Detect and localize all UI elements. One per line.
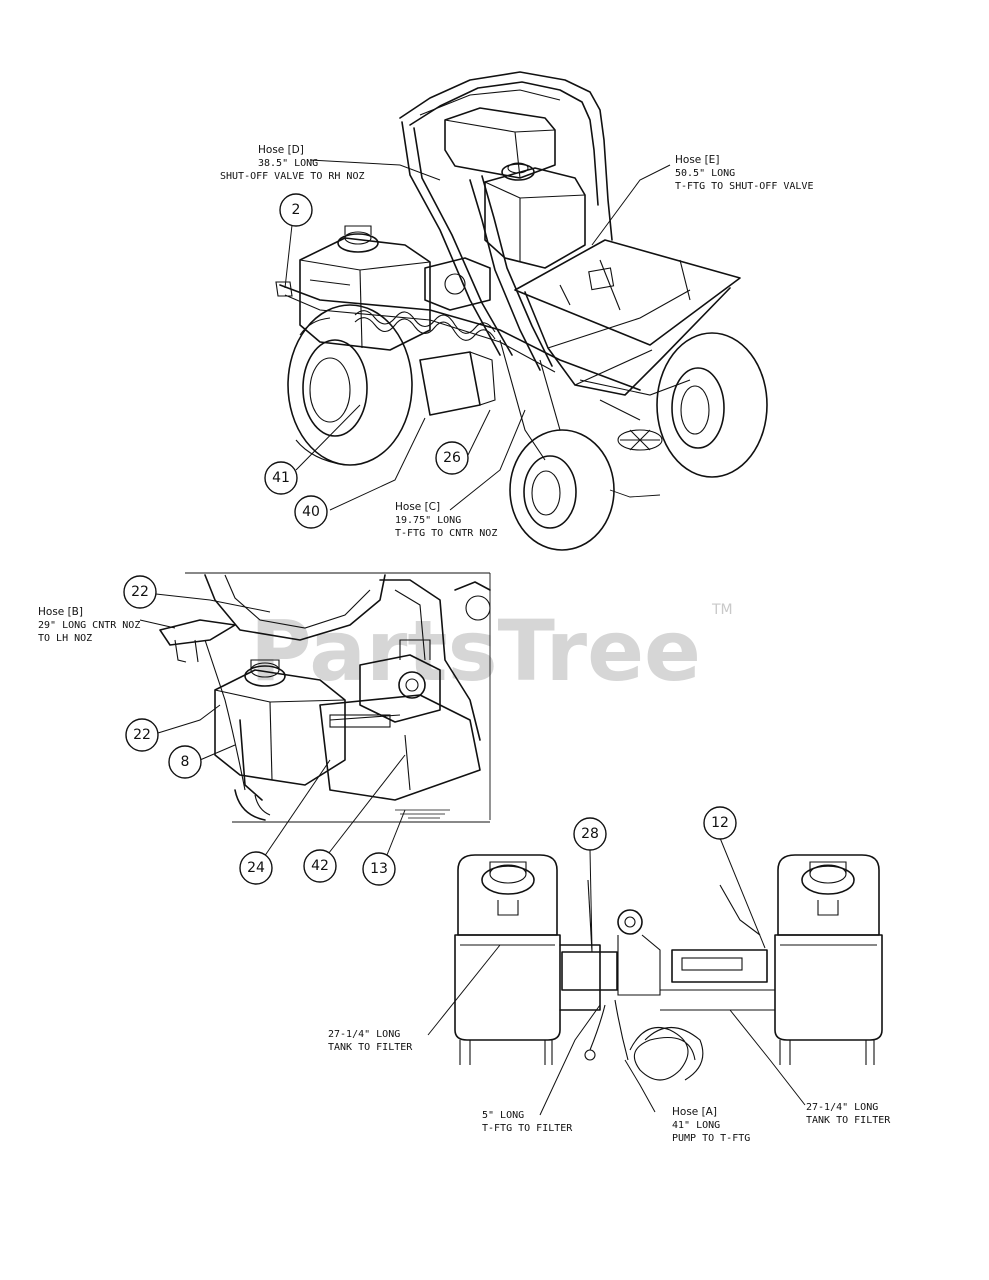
watermark-text: PartsTree — [250, 602, 701, 700]
hose-a-name: Hose [A] — [672, 1106, 717, 1118]
tee-filter-hose-label: 5" LONG T-FTG TO FILTER — [482, 1110, 573, 1134]
hose-c-name: Hose [C] — [395, 501, 440, 513]
callout-40-text: 40 — [302, 504, 320, 520]
tee-filter-hose-length: 5" LONG — [482, 1110, 524, 1121]
middle-leader-lines — [139, 593, 406, 861]
callout-26: 26 — [435, 441, 469, 475]
hose-e-route: T-FTG TO SHUT-OFF VALVE — [675, 181, 813, 192]
hose-b-label: Hose [B] 29" LONG CNTR NOZ TO LH NOZ — [38, 606, 140, 644]
hose-a-length: 41" LONG — [672, 1120, 720, 1131]
left-tank-hose-length: 27-1/4" LONG — [328, 1029, 400, 1040]
hose-e-length: 50.5" LONG — [675, 168, 735, 179]
left-tank-hose-label: 27-1/4" LONG TANK TO FILTER — [328, 1029, 413, 1053]
hose-d-length: 38.5" LONG — [258, 158, 318, 169]
hose-c-route: T-FTG TO CNTR NOZ — [395, 528, 497, 539]
callout-22-lower: 22 — [125, 718, 159, 752]
callout-13: 13 — [362, 852, 396, 886]
callout-40: 40 — [294, 495, 328, 529]
hose-b-route: TO LH NOZ — [38, 633, 92, 644]
right-tank-hose-route: TANK TO FILTER — [806, 1115, 891, 1126]
sprayer-machine-illustration — [275, 71, 768, 551]
callout-28-text: 28 — [581, 826, 599, 842]
right-tank-hose-length: 27-1/4" LONG — [806, 1102, 878, 1113]
hose-d-name: Hose [D] — [258, 144, 304, 156]
callout-12: 12 — [703, 806, 737, 840]
top-leader-lines — [284, 159, 671, 511]
hose-c-label: Hose [C] 19.75" LONG T-FTG TO CNTR NOZ — [395, 501, 497, 539]
callout-41-text: 41 — [272, 470, 290, 486]
callout-22-upper: 22 — [123, 575, 157, 609]
hose-e-label: Hose [E] 50.5" LONG T-FTG TO SHUT-OFF VA… — [675, 154, 813, 192]
left-tank-hose-route: TANK TO FILTER — [328, 1042, 413, 1053]
hose-c-length: 19.75" LONG — [395, 515, 461, 526]
hose-d-label: Hose [D] 38.5" LONG SHUT-OFF VALVE TO RH… — [220, 144, 365, 182]
watermark-trademark: TM — [711, 602, 733, 618]
hose-b-name: Hose [B] — [38, 606, 83, 618]
callout-8: 8 — [168, 745, 202, 779]
callout-22-upper-text: 22 — [131, 584, 149, 600]
callout-2-text: 2 — [292, 202, 301, 218]
callout-24: 24 — [239, 851, 273, 885]
callout-42: 42 — [303, 849, 337, 883]
hose-a-label: Hose [A] 41" LONG PUMP TO T-FTG — [672, 1106, 750, 1144]
callout-2: 2 — [279, 193, 313, 227]
right-tank-hose-label: 27-1/4" LONG TANK TO FILTER — [806, 1102, 891, 1126]
hose-e-name: Hose [E] — [675, 154, 719, 166]
bottom-leader-lines — [427, 837, 806, 1116]
callout-8-text: 8 — [181, 754, 190, 770]
callout-12-text: 12 — [711, 815, 729, 831]
callout-13-text: 13 — [370, 861, 388, 877]
tank-closeup-illustration — [159, 572, 491, 823]
tee-filter-hose-route: T-FTG TO FILTER — [482, 1123, 573, 1134]
hose-d-route: SHUT-OFF VALVE TO RH NOZ — [220, 171, 365, 182]
callout-41: 41 — [264, 461, 298, 495]
callout-28: 28 — [573, 817, 607, 851]
callout-26-text: 26 — [443, 450, 461, 466]
hose-a-route: PUMP TO T-FTG — [672, 1133, 750, 1144]
twin-tank-illustration — [454, 854, 883, 1081]
callout-24-text: 24 — [247, 860, 265, 876]
callout-22-lower-text: 22 — [133, 727, 151, 743]
callout-42-text: 42 — [311, 858, 329, 874]
hose-b-length: 29" LONG CNTR NOZ — [38, 620, 140, 631]
